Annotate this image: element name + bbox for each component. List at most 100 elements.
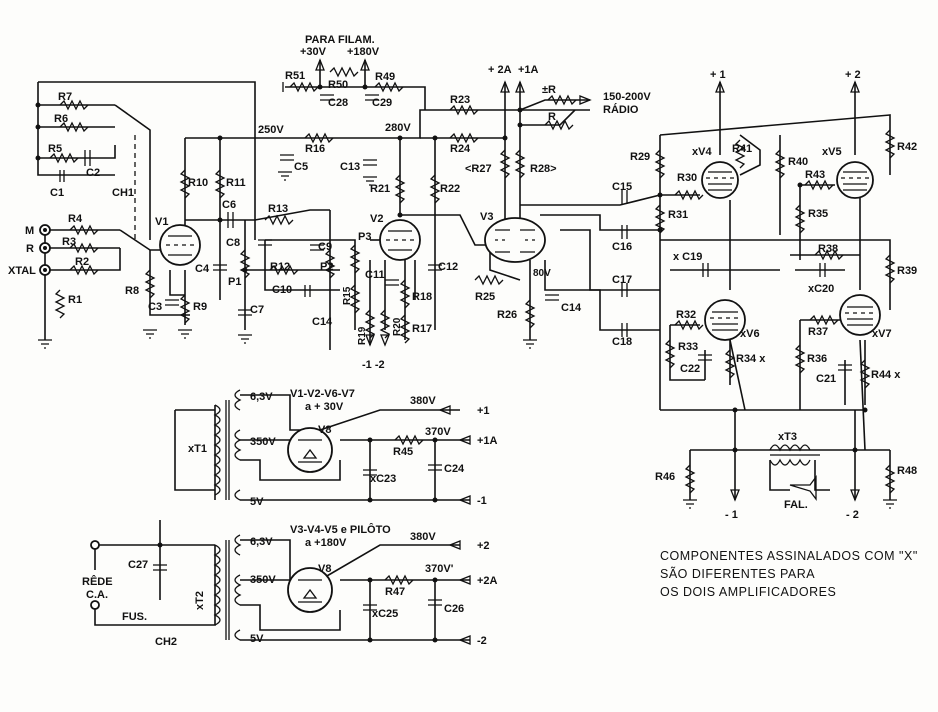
label-r8: R8 [125, 285, 139, 297]
label-c29: C29 [372, 97, 392, 109]
label-c12: C12 [438, 261, 458, 273]
label-r38: R38 [818, 243, 838, 255]
label-c8: C8 [226, 237, 240, 249]
output-arrows [315, 58, 860, 645]
ground-symbols [38, 82, 897, 509]
label-c17: C17 [612, 274, 632, 286]
label-r13: R13 [268, 203, 288, 215]
label-t2-heaters: V3-V4-V5 e PILÔTO [290, 523, 391, 536]
label-r12: R12 [270, 261, 290, 273]
label-out-plus-1a: +1A [477, 435, 498, 447]
label-r15: R15 [342, 286, 353, 305]
label-r23: R23 [450, 94, 470, 106]
label-t2-370v: 370V' [425, 563, 454, 575]
label-r17: R17 [412, 323, 432, 335]
label-c14-preamp: C14 [312, 316, 333, 328]
label-r37: R37 [808, 326, 828, 338]
label-r42: R42 [897, 141, 917, 153]
label-t2-380v: 380V [410, 531, 436, 543]
label-r1: R1 [68, 294, 82, 306]
label-r50: R50 [328, 79, 348, 91]
label-plus-1: + 1 [710, 69, 726, 81]
label-r-radio: R [548, 111, 556, 123]
label-out-plus-2: +2 [477, 540, 490, 552]
label-r36: R36 [807, 353, 827, 365]
label-ca: C.A. [86, 589, 108, 601]
label-v8-bottom: V8 [318, 563, 331, 575]
label-fuse: FUS. [122, 611, 147, 623]
resistor-labels: R7 R6 R5 R4 R3 R2 R1 R8 R9 R10 R11 R12 R… [48, 70, 917, 598]
label-c10: C10 [272, 284, 292, 296]
label-r39: R39 [897, 265, 917, 277]
label-t1-380v: 380V [410, 395, 436, 407]
label-250v: 250V [258, 124, 284, 136]
label-v5: xV5 [822, 146, 842, 158]
label-c5: C5 [294, 161, 308, 173]
label-r18: R18 [412, 291, 432, 303]
label-r51: R51 [285, 70, 305, 82]
label-r11: R11 [226, 177, 246, 189]
label-r32: R32 [676, 309, 696, 321]
footnote: COMPONENTES ASSINALADOS COM "X" SÃO DIFE… [660, 549, 917, 599]
label-v3: V3 [480, 211, 493, 223]
mains-labels: RÊDE C.A. FUS. [82, 575, 147, 623]
label-out-plus-2a: +2A [477, 575, 498, 587]
label-r49: R49 [375, 71, 395, 83]
label-r6: R6 [54, 113, 68, 125]
label-radio: RÁDIO [603, 103, 639, 116]
label-t1-5v: 5V [250, 496, 264, 508]
label-v7: xV7 [872, 328, 892, 340]
label-r31: R31 [668, 209, 688, 221]
label-r30: R30 [677, 172, 697, 184]
label-v2: V2 [370, 213, 383, 225]
label-para-filam: PARA FILAM. [305, 34, 375, 46]
label-c18: C18 [612, 336, 632, 348]
transformer-symbols [213, 389, 820, 641]
label-r41: R41 [732, 143, 752, 155]
capacitor-symbols [59, 94, 852, 611]
label-r35: R35 [808, 208, 828, 220]
label-p3: P3 [358, 231, 371, 243]
misc-labels: P1 P2 P3 CH1 CH2 xT3 FAL. [112, 187, 808, 648]
label-rede: RÊDE [82, 575, 113, 588]
label-ch1: CH1 [112, 187, 134, 199]
label-c23: xC23 [370, 473, 396, 485]
label-r25: R25 [475, 291, 495, 303]
junction-dots [35, 84, 868, 643]
label-t2: xT2 [194, 591, 206, 610]
label-r40: R40 [788, 156, 808, 168]
label-minus-1: - 1 [725, 509, 738, 521]
label-r19: R19 [357, 326, 368, 345]
label-r4: R4 [68, 213, 83, 225]
label-v6: xV6 [740, 328, 760, 340]
label-c24: C24 [444, 463, 465, 475]
label-c14: C14 [561, 302, 582, 314]
tube-v6 [704, 299, 746, 341]
label-80v: 80V [533, 268, 551, 279]
label-out-minus-1: -1 [477, 495, 487, 507]
label-t2-350v: 350V [250, 574, 276, 586]
tube-v4 [701, 161, 739, 199]
label-t1: xT1 [188, 443, 207, 455]
label-radio-voltage: 150-200V [603, 91, 651, 103]
label-c15: C15 [612, 181, 632, 193]
label-r2: R2 [75, 256, 89, 268]
label-c22: C22 [680, 363, 700, 375]
label-r28: R28> [530, 163, 557, 175]
input-labels: M R XTAL [8, 225, 36, 277]
label-plus-2a: + 2A [488, 64, 512, 76]
label-c21: C21 [816, 373, 836, 385]
label-c4: C4 [195, 263, 210, 275]
label-t2-5v: 5V [250, 633, 264, 645]
label-plus-1a: +1A [518, 64, 539, 76]
label-minus-2: - 2 [846, 509, 859, 521]
label-c26: C26 [444, 603, 464, 615]
label-r5: R5 [48, 143, 62, 155]
label-c9: C9 [318, 241, 332, 253]
psu2-labels: xT2 6,3V 350V 5V V3-V4-V5 e PILÔTO a +18… [194, 523, 498, 647]
label-t1-heater-ref: a + 30V [305, 401, 344, 413]
label-p1: P1 [228, 276, 241, 288]
label-r-radio-2: ±R [542, 84, 556, 96]
tube-symbols [159, 161, 881, 613]
